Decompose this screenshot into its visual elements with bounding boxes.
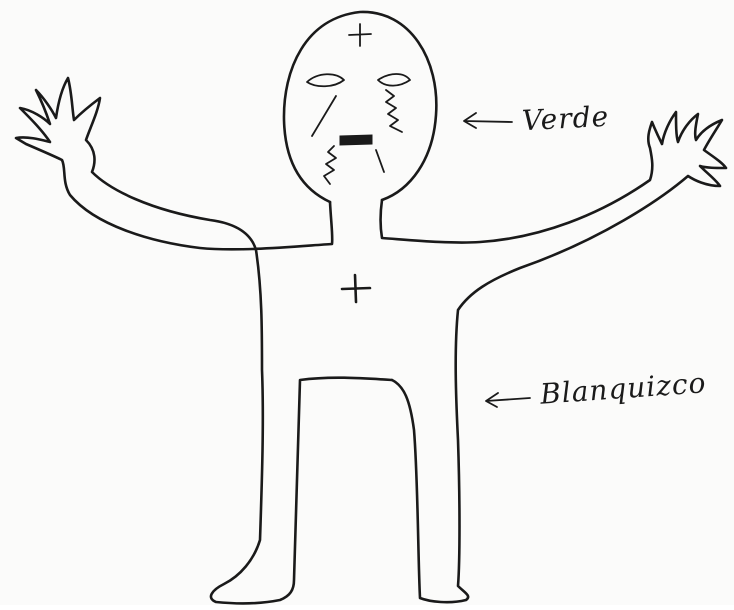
body-arrow-icon <box>486 393 530 407</box>
chest-cross-icon <box>342 275 370 302</box>
left-eye <box>307 74 344 86</box>
forehead-cross-icon <box>349 24 371 46</box>
right-cheek-zigzag <box>386 90 402 132</box>
right-chin-line <box>376 150 384 172</box>
left-chin-zigzag <box>324 146 336 184</box>
right-eye <box>378 74 410 86</box>
left-cheek-line <box>312 96 336 136</box>
mouth <box>340 135 372 145</box>
right-arm-outline <box>381 112 727 602</box>
head-annotation-label: Verde <box>521 100 610 138</box>
head-arrow-icon <box>464 113 512 128</box>
